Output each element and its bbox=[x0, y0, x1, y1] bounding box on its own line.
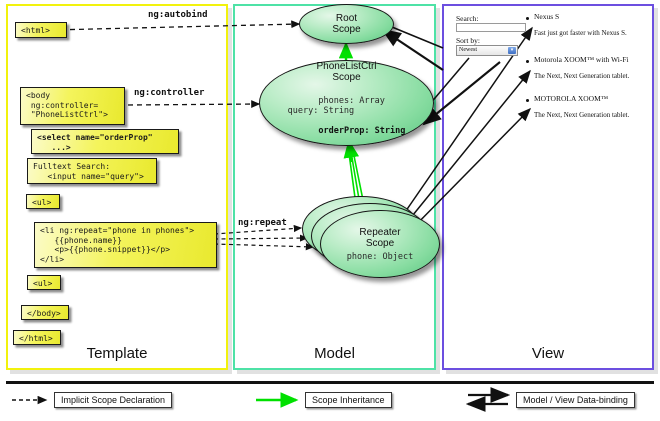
scope-repeater[interactable]: Repeater Scope phone: Object bbox=[320, 210, 440, 278]
code-box-select[interactable]: <select name="orderProp" ...> bbox=[31, 129, 179, 154]
code-box-body-close[interactable]: </body> bbox=[21, 305, 69, 320]
scope-phonelistctrl[interactable]: PhoneListCtrl Scope phones: Array query:… bbox=[259, 60, 434, 146]
code-box-body-open[interactable]: <body ng:controller= "PhoneListCtrl"> bbox=[20, 87, 125, 125]
phone-name: Motorola XOOM™ with Wi-Fi bbox=[534, 55, 629, 64]
edge-label-ng-autobind: ng:autobind bbox=[148, 10, 208, 20]
scope-prop-plain: phones: Array query: String bbox=[287, 95, 385, 116]
edge-label-ng-repeat: ng:repeat bbox=[238, 218, 287, 228]
panel-model bbox=[233, 4, 436, 370]
code-box-li-ng-repeat[interactable]: <li ng:repeat="phone in phones"> {{phone… bbox=[34, 222, 217, 268]
phone-name: Nexus S bbox=[534, 12, 560, 21]
chevron-down-icon[interactable]: ▾ bbox=[508, 47, 516, 54]
list-bullet bbox=[526, 17, 529, 20]
sort-label: Sort by: bbox=[456, 36, 480, 45]
scope-prop-bold: orderProp: String bbox=[318, 125, 406, 136]
panel-label-template: Template bbox=[86, 345, 148, 362]
scope-root[interactable]: Root Scope bbox=[299, 4, 394, 44]
phone-name: MOTOROLA XOOM™ bbox=[534, 94, 609, 103]
panel-label-model: Model bbox=[314, 345, 355, 362]
code-box-ul-open[interactable]: <ul> bbox=[26, 194, 60, 209]
panel-label-view: View bbox=[531, 345, 565, 362]
code-box-html-close[interactable]: </html> bbox=[13, 330, 61, 345]
list-bullet bbox=[526, 99, 529, 102]
search-label: Search: bbox=[456, 14, 479, 23]
legend-divider bbox=[6, 381, 654, 384]
scope-repeater-title: Repeater Scope bbox=[359, 226, 401, 250]
list-bullet bbox=[526, 60, 529, 63]
sort-select-value: Newest bbox=[459, 47, 477, 53]
code-box-html-open[interactable]: <html> bbox=[15, 22, 67, 38]
search-input[interactable] bbox=[456, 23, 526, 32]
phone-snippet: Fast just got faster with Nexus S. bbox=[534, 29, 627, 37]
phone-snippet: The Next, Next Generation tablet. bbox=[534, 111, 630, 119]
legend-scope-inheritance: Scope Inheritance bbox=[305, 392, 392, 408]
legend-glyph-double bbox=[465, 387, 511, 412]
code-box-ul-close[interactable]: <ul> bbox=[27, 275, 61, 290]
code-box-fulltext-search[interactable]: Fulltext Search: <input name="query"> bbox=[27, 158, 157, 184]
scope-phonelistctrl-title: PhoneListCtrl Scope bbox=[316, 60, 377, 84]
edge-label-ng-controller: ng:controller bbox=[134, 88, 205, 98]
scope-repeater-props: phone: Object bbox=[346, 251, 414, 262]
scope-phonelistctrl-props: phones: Array query: String orderProp: S… bbox=[288, 86, 406, 146]
scope-root-title: Root Scope bbox=[332, 12, 361, 36]
legend-model-view-data-binding: Model / View Data-binding bbox=[516, 392, 635, 408]
legend-implicit-scope-declaration: Implicit Scope Declaration bbox=[54, 392, 173, 408]
phone-snippet: The Next, Next Generation tablet. bbox=[534, 72, 630, 80]
sort-select[interactable]: Newest ▾ bbox=[456, 45, 518, 56]
